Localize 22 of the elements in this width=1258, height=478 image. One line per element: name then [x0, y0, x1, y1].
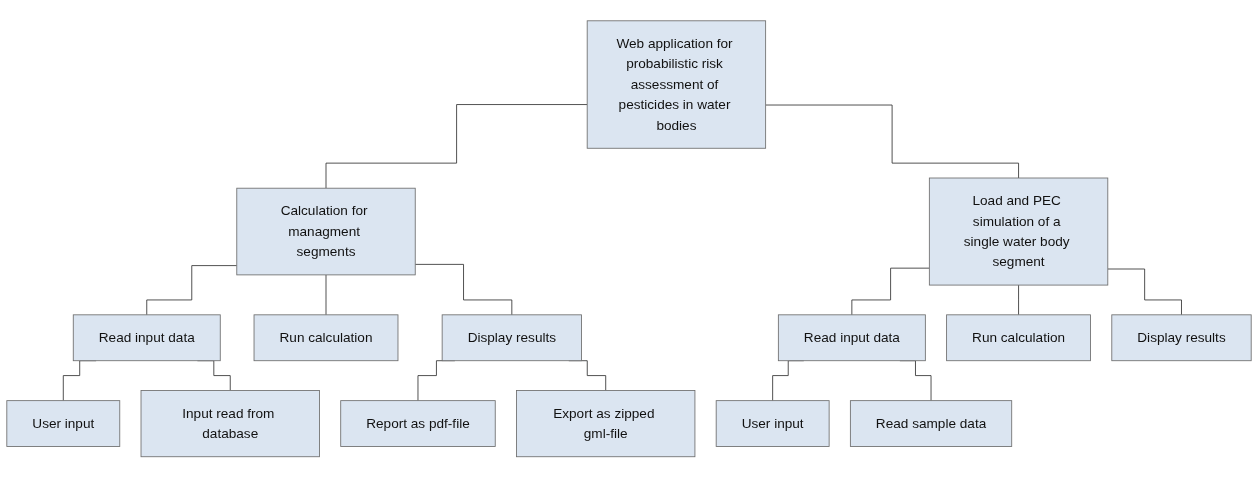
- node-box: Read input data: [777, 314, 926, 362]
- connector: [1018, 284, 1019, 316]
- node-box: Export as zipped gml-file: [516, 390, 696, 458]
- connector: [1107, 268, 1182, 316]
- node-box: User input: [715, 400, 830, 448]
- connector: [765, 104, 1019, 179]
- node-box: Display results: [1111, 314, 1252, 362]
- connector: [146, 265, 238, 316]
- node-box: Report as pdf-file: [340, 400, 496, 448]
- connector: [414, 264, 513, 316]
- node-box: Input read from database: [140, 390, 320, 458]
- node-box: Read input data: [72, 314, 221, 362]
- connector: [325, 104, 588, 189]
- node-box: Display results: [441, 314, 582, 362]
- connector: [851, 267, 930, 316]
- node-box: User input: [6, 400, 121, 448]
- node-box: Read sample data: [849, 400, 1013, 448]
- node-box: Load and PEC simulation of a single water body segment: [928, 177, 1109, 286]
- node-box: Run calculation: [946, 314, 1091, 362]
- node-box: Web application for probabilistic risk assessment of pesticides in water bodies: [586, 20, 767, 149]
- node-box: Run calculation: [253, 314, 399, 362]
- node-box: Calculation for managment segments: [236, 188, 416, 276]
